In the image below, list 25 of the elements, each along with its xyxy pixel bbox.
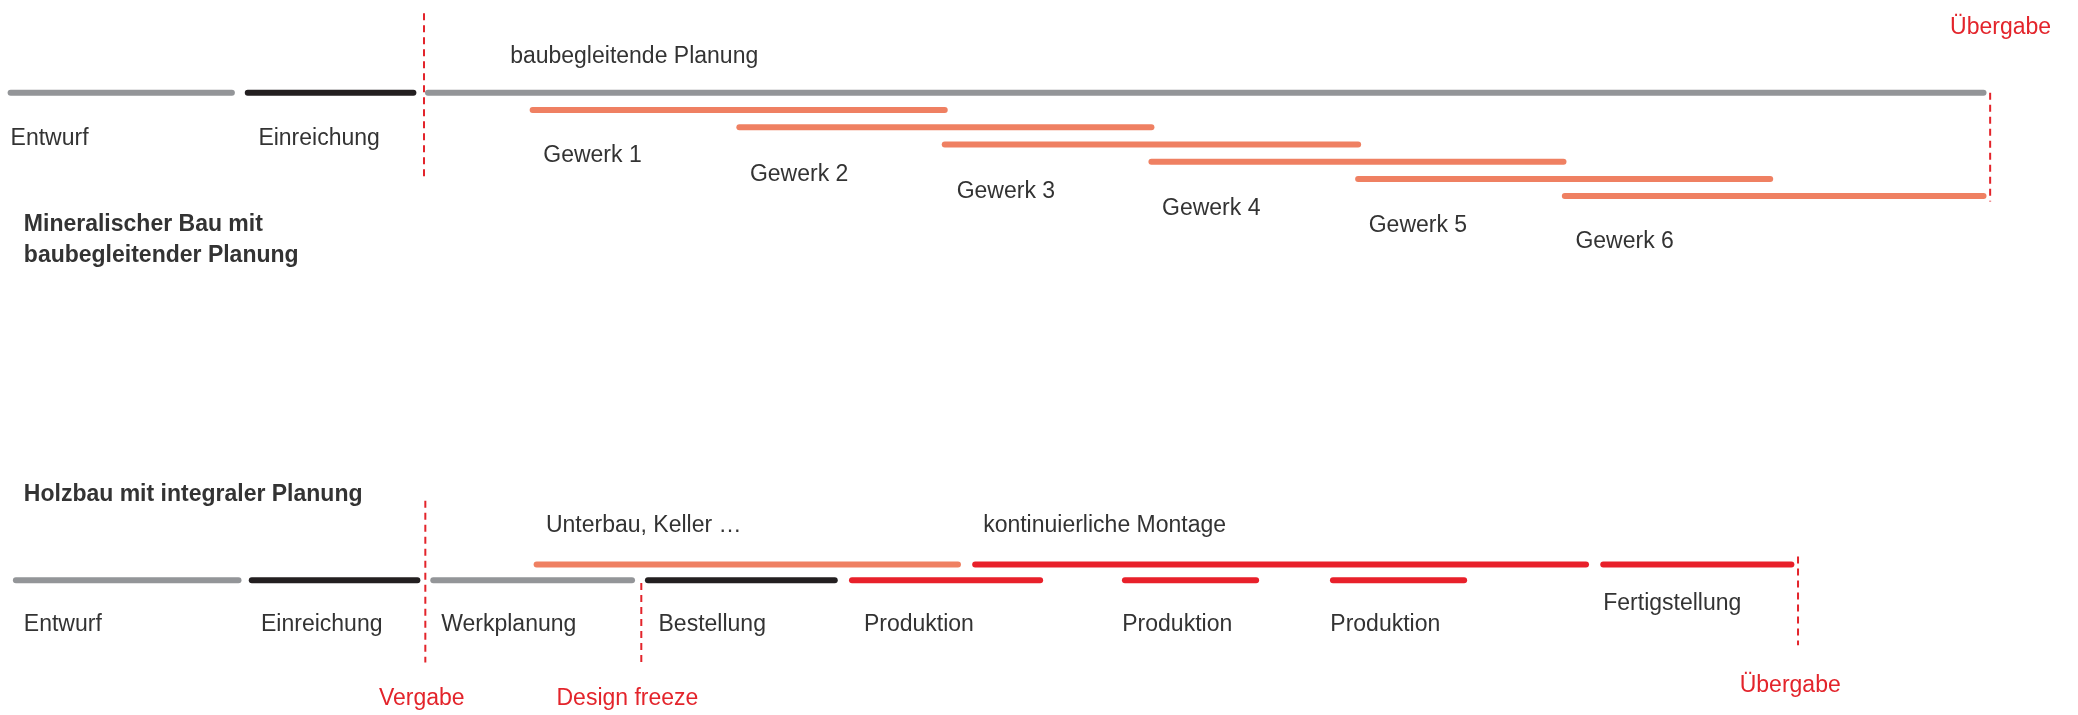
phase-label: kontinuierliche Montage [983, 510, 1227, 540]
row-heading: Mineralischer Bau mit baubegleitender Planung [23, 208, 300, 269]
phase-label: baubegleitende Planung [510, 41, 759, 71]
row-heading: Holzbau mit integraler Planung [23, 479, 364, 509]
milestone-label: Vergabe [378, 683, 465, 713]
phase-label: Einreichung [261, 609, 383, 639]
phase-label: Produktion [1330, 609, 1441, 639]
milestone-label: Übergabe [1950, 12, 2052, 41]
phase-label: Fertigstellung [1603, 588, 1742, 618]
milestone-label: Übergabe [1739, 670, 1841, 700]
phase-label: Entwurf [10, 123, 89, 153]
phase-label: Unterbau, Keller … [545, 510, 742, 540]
phase-label: Werkplanung [441, 609, 577, 639]
trade-label: Gewerk 5 [1368, 210, 1468, 240]
phase-label: Entwurf [23, 609, 102, 639]
phase-label: Bestellung [658, 609, 766, 639]
trade-label: Gewerk 4 [1162, 193, 1261, 223]
trade-label: Gewerk 1 [543, 140, 642, 170]
milestone-label: Design freeze [556, 683, 699, 713]
trade-label: Gewerk 2 [749, 159, 849, 189]
trade-label: Gewerk 3 [956, 176, 1056, 206]
phase-label: Einreichung [258, 123, 380, 153]
phase-label: Produktion [863, 609, 974, 639]
phase-label: Produktion [1122, 609, 1233, 639]
trade-label: Gewerk 6 [1575, 226, 1674, 256]
